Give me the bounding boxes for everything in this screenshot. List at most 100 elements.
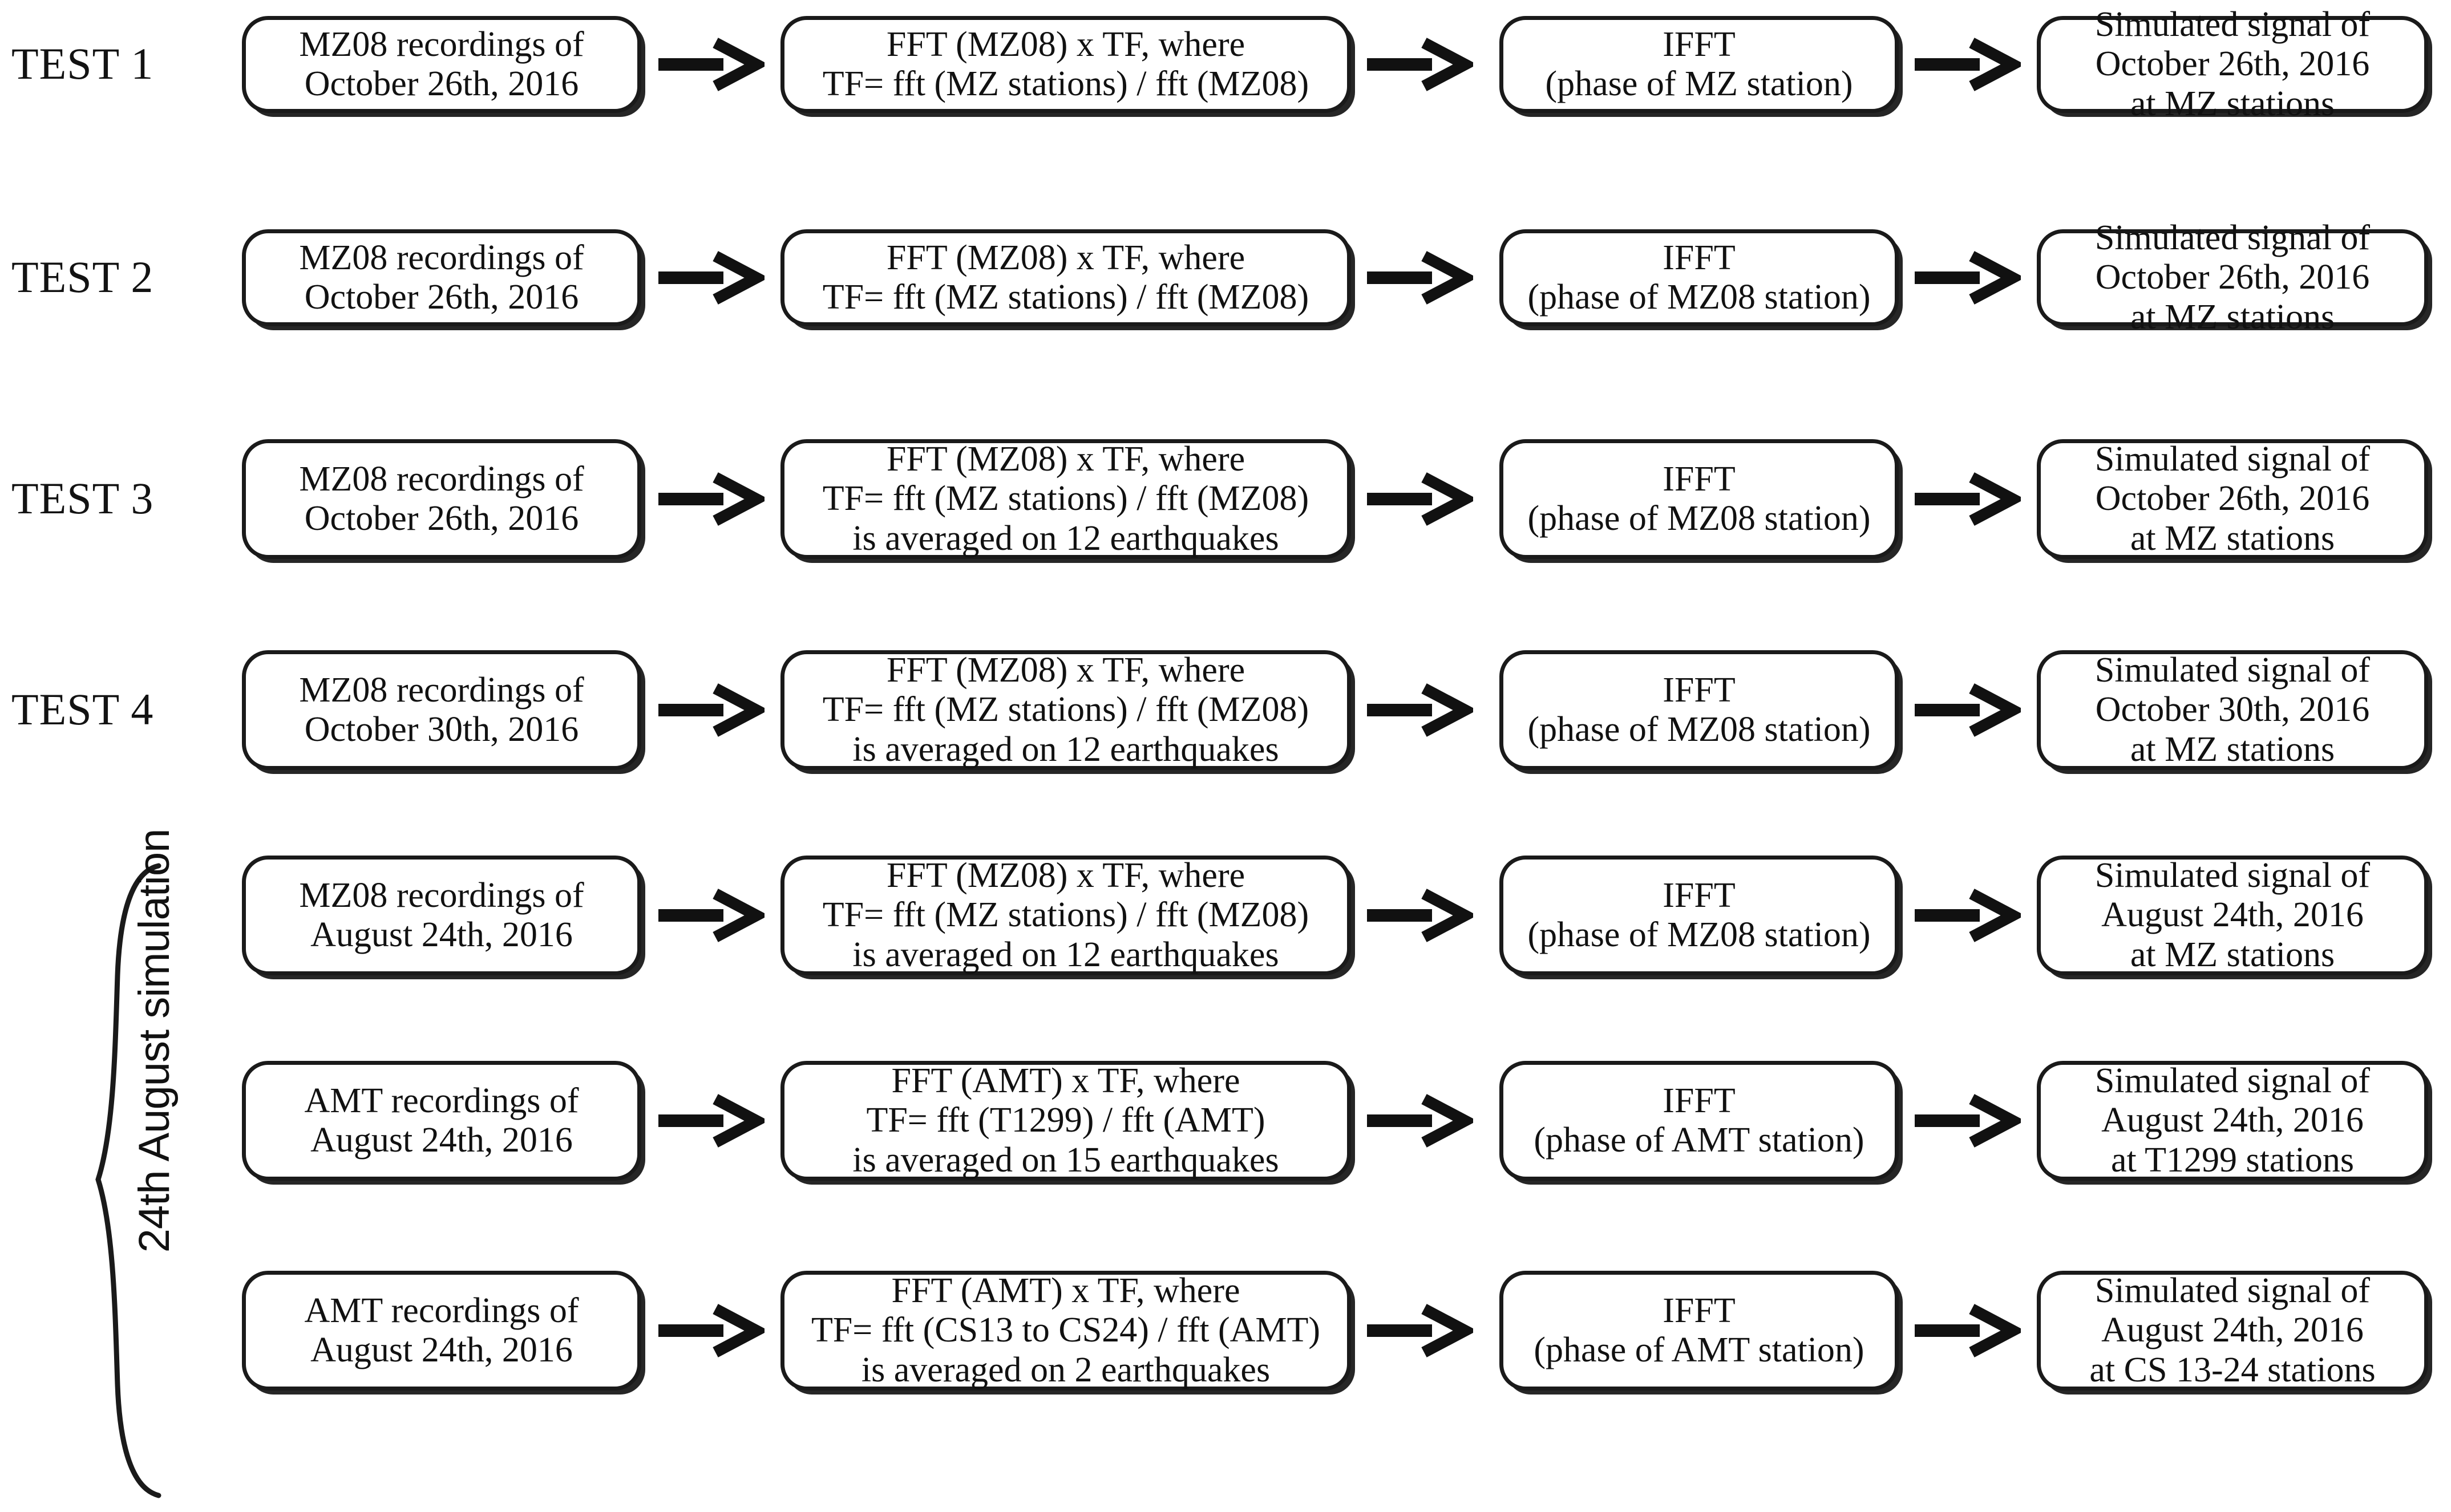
node-text-line: August 24th, 2016 bbox=[2101, 1101, 2364, 1140]
node-text-line: IFFT bbox=[1663, 1081, 1736, 1120]
node-text-line: IFFT bbox=[1663, 875, 1736, 915]
right-arrow-icon bbox=[1912, 472, 2021, 526]
node-text-line: FFT (MZ08) x TF, where bbox=[886, 856, 1245, 895]
node-text-line: October 26th, 2016 bbox=[304, 64, 579, 103]
node-text-line: TF= fft (MZ stations) / fft (MZ08) bbox=[822, 64, 1309, 103]
node-text-line: October 26th, 2016 bbox=[304, 278, 579, 317]
node-text-line: (phase of MZ08 station) bbox=[1527, 915, 1871, 954]
node-text-line: TF= fft (MZ stations) / fft (MZ08) bbox=[822, 278, 1309, 317]
right-arrow-icon bbox=[656, 472, 765, 526]
right-arrow-icon bbox=[1365, 250, 1473, 305]
node-text-line: Simulated signal of bbox=[2094, 218, 2371, 257]
right-arrow-icon bbox=[656, 250, 765, 305]
node-text-line: FFT (MZ08) x TF, where bbox=[886, 650, 1245, 690]
node-text-line: AMT recordings of bbox=[304, 1081, 579, 1120]
node-text-line: MZ08 recordings of bbox=[299, 459, 584, 498]
node-text-line: October 30th, 2016 bbox=[2095, 690, 2370, 729]
node-text-line: is averaged on 2 earthquakes bbox=[861, 1350, 1271, 1389]
test-label: TEST 2 bbox=[11, 252, 154, 302]
right-arrow-icon bbox=[1912, 888, 2021, 943]
node-text-line: MZ08 recordings of bbox=[299, 238, 584, 277]
right-arrow-icon bbox=[1912, 1093, 2021, 1148]
node-text-line: at T1299 stations bbox=[2111, 1140, 2354, 1179]
test-label: TEST 4 bbox=[11, 684, 154, 734]
node-text-line: Simulated signal of bbox=[2094, 439, 2371, 479]
node-text-line: (phase of AMT station) bbox=[1534, 1121, 1864, 1160]
node-inverse-fft[interactable]: IFFT(phase of AMT station) bbox=[1499, 1271, 1899, 1391]
node-inverse-fft[interactable]: IFFT(phase of MZ08 station) bbox=[1499, 229, 1899, 326]
node-text-line: August 24th, 2016 bbox=[310, 1121, 573, 1160]
node-text-line: at MZ stations bbox=[2130, 84, 2335, 123]
node-inverse-fft[interactable]: IFFT(phase of AMT station) bbox=[1499, 1061, 1899, 1181]
node-text-line: at MZ stations bbox=[2130, 297, 2335, 337]
node-inverse-fft[interactable]: IFFT(phase of MZ08 station) bbox=[1499, 856, 1899, 975]
node-text-line: Simulated signal of bbox=[2094, 5, 2371, 44]
node-text-line: IFFT bbox=[1663, 238, 1736, 277]
node-text-line: MZ08 recordings of bbox=[299, 670, 584, 710]
node-text-line: October 26th, 2016 bbox=[2095, 258, 2370, 297]
node-text-line: at CS 13-24 stations bbox=[2089, 1350, 2376, 1389]
node-text-line: Simulated signal of bbox=[2094, 1061, 2371, 1100]
node-text-line: (phase of MZ08 station) bbox=[1527, 710, 1871, 749]
node-text-line: FFT (AMT) x TF, where bbox=[891, 1061, 1240, 1100]
node-text-line: (phase of MZ station) bbox=[1545, 64, 1853, 103]
node-text-line: at MZ stations bbox=[2130, 518, 2335, 558]
node-text-line: October 26th, 2016 bbox=[2095, 479, 2370, 518]
node-text-line: is averaged on 12 earthquakes bbox=[852, 729, 1279, 769]
right-arrow-icon bbox=[1365, 1093, 1473, 1148]
node-text-line: MZ08 recordings of bbox=[299, 875, 584, 915]
node-inverse-fft[interactable]: IFFT(phase of MZ08 station) bbox=[1499, 439, 1899, 559]
node-text-line: October 26th, 2016 bbox=[304, 499, 579, 538]
node-text-line: AMT recordings of bbox=[304, 1291, 579, 1330]
right-arrow-icon bbox=[1365, 683, 1473, 737]
node-text-line: FFT (MZ08) x TF, where bbox=[886, 238, 1245, 277]
right-arrow-icon bbox=[1912, 37, 2021, 92]
node-text-line: TF= fft (MZ stations) / fft (MZ08) bbox=[822, 479, 1309, 518]
test-label: TEST 3 bbox=[11, 473, 154, 523]
node-text-line: (phase of AMT station) bbox=[1534, 1331, 1864, 1369]
node-text-line: MZ08 recordings of bbox=[299, 25, 584, 64]
node-text-line: (phase of MZ08 station) bbox=[1527, 278, 1871, 317]
node-text-line: August 24th, 2016 bbox=[310, 915, 573, 954]
node-inverse-fft[interactable]: IFFT(phase of MZ station) bbox=[1499, 16, 1899, 113]
node-text-line: August 24th, 2016 bbox=[310, 1331, 573, 1369]
node-text-line: at MZ stations bbox=[2130, 935, 2335, 974]
node-inverse-fft[interactable]: IFFT(phase of MZ08 station) bbox=[1499, 650, 1899, 770]
node-text-line: TF= fft (MZ stations) / fft (MZ08) bbox=[822, 895, 1309, 935]
node-text-line: Simulated signal of bbox=[2094, 1271, 2371, 1310]
left-curly-brace-icon bbox=[86, 861, 165, 1500]
group-label-august-simulation: 24th August simulation bbox=[130, 829, 179, 1253]
node-text-line: IFFT bbox=[1663, 459, 1736, 498]
right-arrow-icon bbox=[1365, 888, 1473, 943]
node-text-line: TF= fft (MZ stations) / fft (MZ08) bbox=[822, 690, 1309, 729]
node-text-line: FFT (MZ08) x TF, where bbox=[886, 439, 1245, 479]
